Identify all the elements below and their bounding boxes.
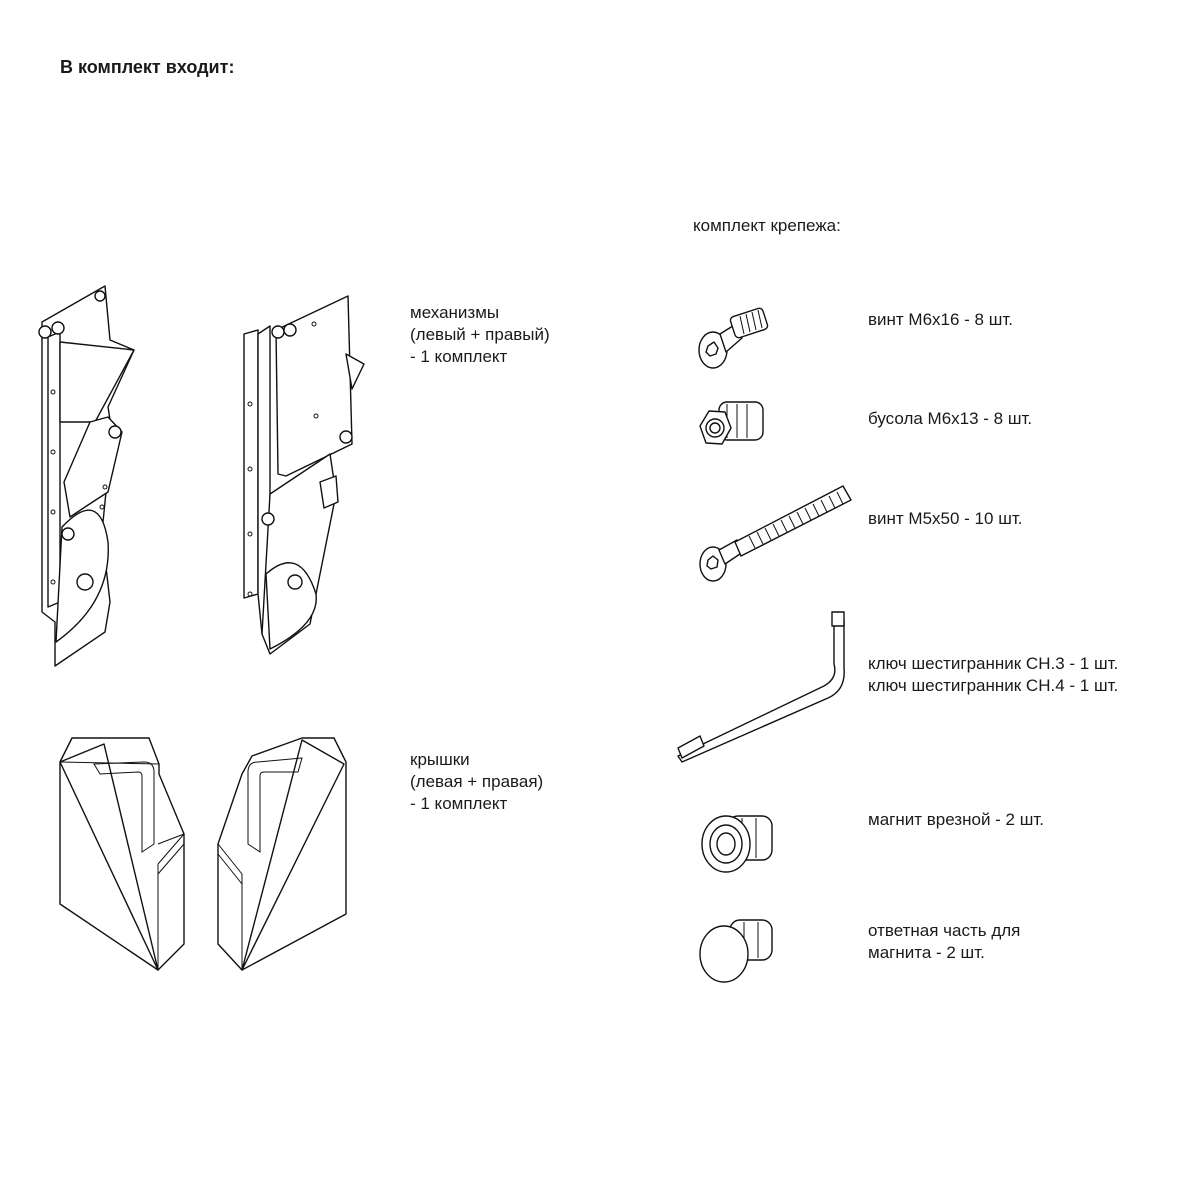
hex-key-icon xyxy=(674,606,850,762)
mechanisms-caption-line: - 1 комплект xyxy=(410,347,508,366)
insert-nut-icon xyxy=(697,396,767,454)
fastener-item: магнит врезной - 2 шт. xyxy=(868,809,1044,831)
covers-caption-line: крышки xyxy=(410,750,470,769)
fastener-item: винт М6х16 - 8 шт. xyxy=(868,309,1013,331)
right-mechanism-icon xyxy=(240,294,370,656)
magnet-counterpart-icon xyxy=(698,910,780,984)
fastener-item: бусола М6х13 - 8 шт. xyxy=(868,408,1032,430)
left-cover-icon xyxy=(54,734,189,974)
countersunk-screw-short-icon xyxy=(696,302,770,374)
fastener-item: винт М5х50 - 10 шт. xyxy=(868,508,1022,530)
covers-caption-line: - 1 комплект xyxy=(410,794,508,813)
magnet-icon xyxy=(698,806,780,878)
fastener-item-label: ключ шестигранник CH.4 - 1 шт. xyxy=(868,676,1119,695)
countersunk-screw-long-icon xyxy=(697,480,857,584)
fastener-item: ключ шестигранник CH.3 - 1 шт. ключ шест… xyxy=(868,653,1118,697)
mechanisms-caption: механизмы (левый + правый) - 1 комплект xyxy=(410,302,550,368)
fastener-item-label: бусола М6х13 - 8 шт. xyxy=(868,409,1033,428)
fastener-item-label: винт М5х50 - 10 шт. xyxy=(868,509,1023,528)
fastener-item-label: ответная часть для xyxy=(868,921,1021,940)
mechanisms-caption-line: механизмы xyxy=(410,303,500,322)
right-cover-icon xyxy=(212,734,348,974)
fastener-item: ответная часть для магнита - 2 шт. xyxy=(868,920,1020,964)
covers-caption-line: (левая + правая) xyxy=(410,772,544,791)
fastener-item-label: винт М6х16 - 8 шт. xyxy=(868,310,1013,329)
mechanisms-caption-line: (левый + правый) xyxy=(410,325,550,344)
fastener-item-label: ключ шестигранник CH.3 - 1 шт. xyxy=(868,654,1119,673)
left-mechanism-icon xyxy=(30,282,145,667)
covers-caption: крышки (левая + правая) - 1 комплект xyxy=(410,749,543,815)
fastener-item-label: магнит врезной - 2 шт. xyxy=(868,810,1044,829)
fastener-item-label: магнита - 2 шт. xyxy=(868,943,985,962)
fasteners-title: комплект крепежа: xyxy=(693,216,841,235)
page-title: В комплект входит: xyxy=(60,57,235,77)
